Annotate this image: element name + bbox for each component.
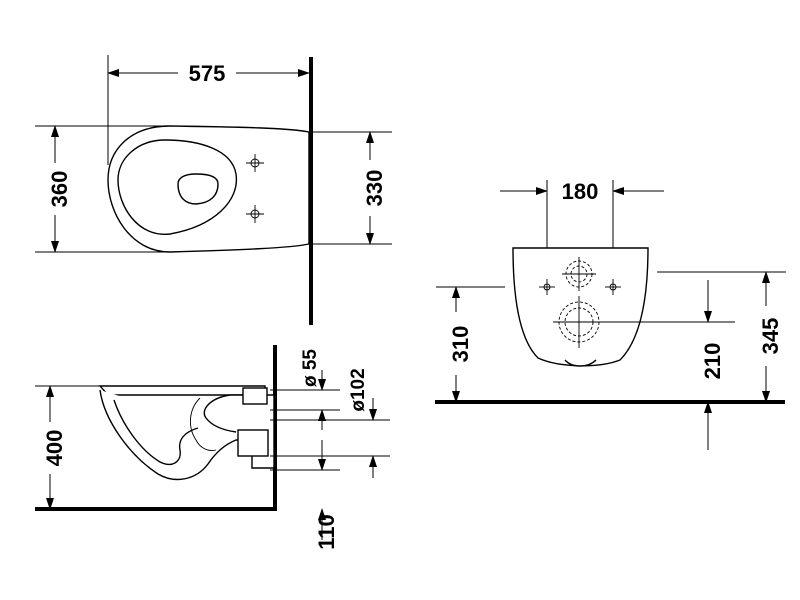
top-view-outlet-shape [177, 173, 219, 205]
top-view: 575 360 330 [35, 55, 392, 325]
front-view: 180 310 210 345 [435, 179, 786, 450]
front-view-lower-connection [553, 296, 605, 348]
front-view-upper-connection [562, 257, 596, 291]
dim-575-label: 575 [189, 61, 226, 86]
front-view-mounting-hole-right [605, 279, 621, 295]
front-view-mounting-hole-left [539, 279, 555, 295]
side-view-inlet-connector [242, 387, 268, 405]
side-view-trapway [190, 397, 217, 451]
front-view-outlet-foot [564, 359, 597, 367]
dim-345-label: 345 [758, 318, 783, 355]
dim-180-label: 180 [562, 179, 599, 204]
dim-d55-label: ø 55 [300, 349, 321, 387]
side-view-bowl-inner [113, 399, 199, 466]
top-view-bowl-opening [117, 139, 238, 235]
side-view-outlet-connector [237, 429, 269, 457]
front-view-bowl-outline [512, 247, 649, 367]
dim-400-label: 400 [42, 430, 67, 467]
dim-210-label: 210 [700, 343, 725, 380]
side-view-seat-rim [98, 385, 266, 396]
dim-360-label: 360 [47, 171, 72, 208]
dim-330-label: 330 [362, 170, 387, 207]
side-view: 400 ø 55 ø102 110 [35, 345, 390, 550]
top-view-mounting-hole-lower [246, 205, 264, 223]
top-view-mounting-hole-upper [246, 154, 264, 172]
dim-110-label: 110 [314, 514, 339, 550]
dim-310-label: 310 [448, 326, 473, 363]
dim-d102-label: ø102 [348, 368, 369, 411]
